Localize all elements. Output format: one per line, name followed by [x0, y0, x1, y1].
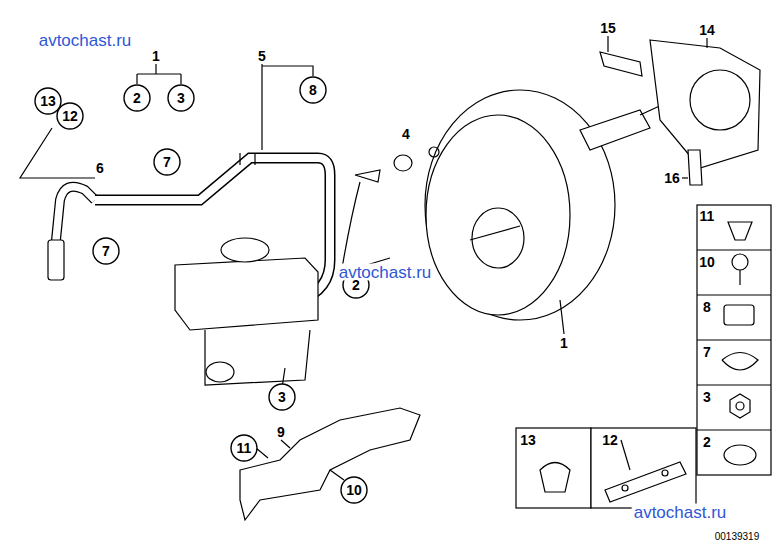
- callout-number: 7: [163, 155, 171, 169]
- callout-number: 5: [257, 49, 267, 63]
- callout-number: 4: [401, 127, 411, 141]
- callout-number: 3: [278, 390, 286, 404]
- callout-number: 11: [699, 209, 716, 223]
- callout-number: 16: [663, 171, 681, 185]
- callout-number: 7: [102, 244, 110, 258]
- callout-number: 3: [177, 91, 185, 105]
- callout-number: 7: [702, 345, 712, 359]
- callout-number: 2: [702, 435, 712, 449]
- callout-number: 10: [698, 255, 716, 269]
- callout-number: 13: [519, 433, 537, 447]
- callout-number: 6: [95, 161, 105, 175]
- callout-number: 3: [702, 390, 712, 404]
- callout-number: 8: [702, 300, 712, 314]
- callout-number: 2: [352, 278, 360, 292]
- callout-number: 10: [346, 483, 362, 497]
- callout-number: 14: [698, 23, 716, 37]
- callout-number: 11: [237, 441, 252, 455]
- callout-number: 9: [276, 425, 286, 439]
- callout-number: 1: [559, 336, 569, 350]
- callout-number: 13: [40, 94, 56, 108]
- watermark: avtochast.ru: [337, 264, 434, 281]
- callout-number: 1: [151, 49, 161, 63]
- watermark: avtochast.ru: [37, 32, 134, 49]
- callout-number: 2: [133, 91, 141, 105]
- callout-number: 12: [601, 433, 619, 447]
- callout-number: 12: [62, 109, 78, 123]
- watermark-code: 00139319: [715, 532, 760, 542]
- watermark: avtochast.ru: [632, 504, 729, 521]
- callout-number: 8: [309, 83, 317, 97]
- callout-number: 15: [599, 21, 617, 35]
